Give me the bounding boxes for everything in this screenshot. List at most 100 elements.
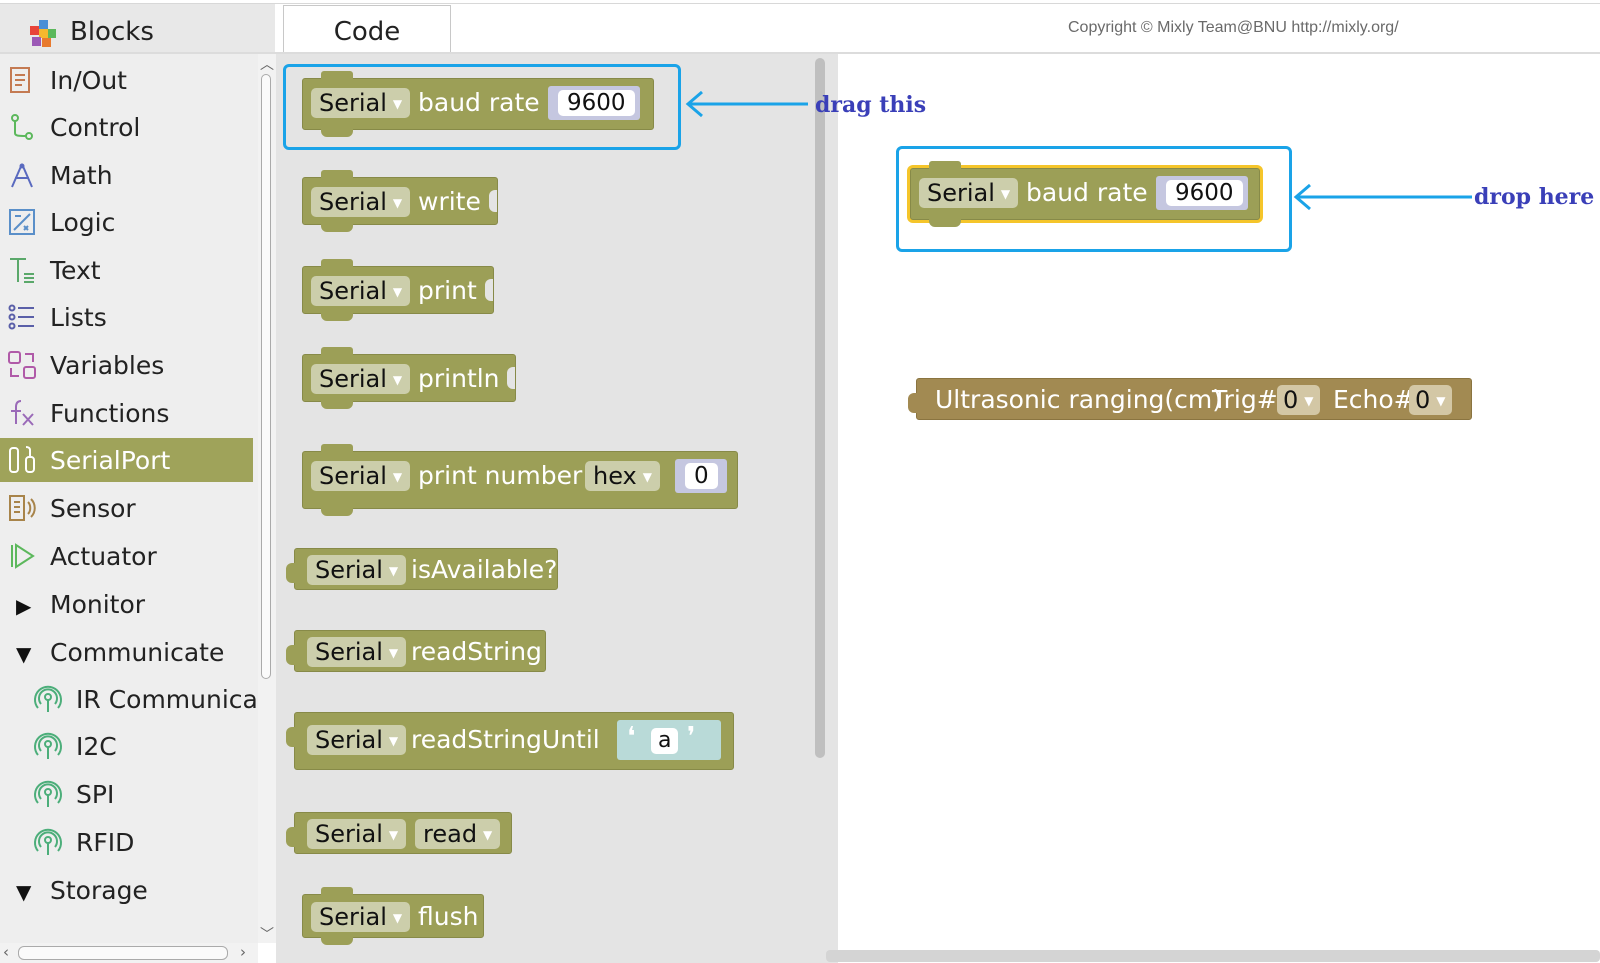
dropdown-arrow-icon: ▼: [388, 734, 399, 748]
category-inout[interactable]: In/Out: [0, 58, 253, 102]
category-spi[interactable]: SPI: [0, 772, 253, 816]
serial-dropdown[interactable]: Serial ▼: [919, 178, 1019, 208]
scroll-up-icon[interactable]: ︿: [260, 57, 274, 73]
triangle-right-icon[interactable]: ▶: [16, 594, 32, 618]
workspace-horizontal-scrollbar[interactable]: [826, 950, 1600, 962]
category-label: Sensor: [50, 494, 136, 523]
category-label: IR Communicate: [76, 685, 258, 714]
dropdown-value: 0: [1283, 386, 1299, 414]
output-plug: [286, 827, 296, 847]
echo-pin-dropdown[interactable]: 0▼: [1409, 385, 1452, 415]
serial-dropdown[interactable]: Serial▼: [311, 276, 411, 306]
input-notch: [507, 367, 515, 389]
dropdown-value: read: [423, 820, 478, 848]
sidebar-vertical-scrollbar[interactable]: ︿ ﹀: [258, 54, 276, 943]
serial-dropdown[interactable]: Serial▼: [311, 364, 411, 394]
dropdown-value: Serial: [315, 726, 383, 754]
flyout-scrollbar[interactable]: [815, 58, 825, 758]
serial-dropdown[interactable]: Serial▼: [307, 637, 407, 667]
serial-dropdown[interactable]: Serial▼: [311, 187, 411, 217]
dropdown-value: Serial: [927, 179, 995, 207]
serial-dropdown[interactable]: Serial ▼: [307, 725, 407, 755]
tab-blocks[interactable]: Blocks: [0, 4, 275, 54]
block-notch: [321, 936, 353, 945]
category-sensor[interactable]: Sensor: [0, 486, 253, 530]
category-text[interactable]: Text: [0, 248, 253, 292]
category-label: Actuator: [50, 542, 157, 571]
serial-dropdown[interactable]: Serial▼: [311, 88, 411, 118]
triangle-down-icon[interactable]: ▼: [16, 880, 32, 904]
workspace-canvas[interactable]: Serial▼ baud rate 9600 Ultrasonic rangin…: [838, 54, 1600, 963]
scroll-down-icon[interactable]: ﹀: [260, 927, 274, 943]
text-icon: [10, 258, 34, 283]
serial-read-block[interactable]: Serial▼ read▼: [286, 812, 512, 854]
workspace-serial-baud-rate-block[interactable]: Serial▼ baud rate 9600: [910, 161, 1260, 227]
block-notch: [321, 444, 353, 453]
read-type-dropdown[interactable]: read▼: [415, 819, 501, 849]
serial-isavailable-block[interactable]: Serial▼ isAvailable?: [286, 548, 558, 590]
inout-icon: [10, 67, 30, 93]
dropdown-arrow-icon: ▼: [392, 97, 403, 111]
category-ir-communicate[interactable]: IR Communicate: [0, 677, 258, 721]
scrollbar-thumb[interactable]: [261, 74, 271, 679]
number-field[interactable]: 0: [685, 463, 718, 489]
category-control[interactable]: Control: [0, 105, 253, 149]
serial-baud-rate-block[interactable]: Serial▼ baud rate 9600: [302, 71, 654, 137]
category-label: Text: [50, 256, 101, 285]
serial-println-block[interactable]: Serial▼ println: [302, 347, 516, 409]
category-lists[interactable]: Lists: [0, 295, 253, 339]
trig-pin-dropdown[interactable]: 0▼: [1277, 385, 1320, 415]
tab-code[interactable]: Code: [283, 5, 451, 55]
block-notch: [321, 223, 353, 232]
serial-print-number-block[interactable]: Serial▼ print number hex▼ 0: [302, 444, 738, 516]
scrollbar-thumb[interactable]: [18, 946, 228, 960]
ultrasonic-ranging-block[interactable]: Ultrasonic ranging(cm) Trig# 0▼ Echo# 0▼: [908, 378, 1472, 420]
category-functions[interactable]: Functions: [0, 391, 253, 435]
number-field[interactable]: 9600: [1166, 180, 1243, 206]
serial-dropdown[interactable]: Serial▼: [311, 461, 411, 491]
block-text: print number: [418, 461, 583, 490]
output-plug: [286, 727, 296, 747]
logic-icon: [9, 209, 35, 235]
dropdown-arrow-icon: ▼: [1000, 187, 1011, 201]
variables-icon: [8, 351, 36, 379]
category-variables[interactable]: Variables: [0, 343, 253, 387]
dropdown-value: Serial: [315, 556, 383, 584]
antenna-icon: [34, 732, 62, 759]
category-monitor[interactable]: ▶ Monitor: [0, 582, 253, 626]
category-storage[interactable]: ▼ Storage: [0, 868, 253, 912]
serial-print-block[interactable]: Serial▼ print: [302, 259, 494, 321]
serial-dropdown[interactable]: Serial▼: [311, 902, 411, 932]
serial-readstring-block[interactable]: Serial▼ readString: [286, 630, 546, 672]
number-field[interactable]: 9600: [558, 90, 635, 116]
string-field[interactable]: a: [651, 728, 679, 754]
triangle-down-icon[interactable]: ▼: [16, 642, 32, 666]
serial-dropdown[interactable]: Serial▼: [307, 819, 407, 849]
actuator-icon: [11, 543, 35, 569]
dropdown-value: 0: [1415, 386, 1431, 414]
category-label: Logic: [50, 208, 116, 237]
scroll-right-icon[interactable]: ›: [240, 943, 246, 961]
block-notch: [321, 71, 353, 80]
antenna-icon: [34, 685, 62, 712]
block-flyout: Serial▼ baud rate 9600 Serial▼ write Ser…: [276, 54, 838, 963]
category-serialport[interactable]: SerialPort: [0, 438, 253, 482]
category-sidebar: In/Out Control Math Logic Text Lists Var…: [0, 54, 258, 943]
serial-flush-block[interactable]: Serial▼ flush: [302, 887, 484, 945]
category-label: Communicate: [50, 638, 225, 667]
category-actuator[interactable]: Actuator: [0, 534, 253, 578]
scroll-left-icon[interactable]: ‹: [3, 943, 9, 961]
category-i2c[interactable]: I2C: [0, 724, 253, 768]
dropdown-arrow-icon: ▼: [1304, 394, 1314, 408]
input-notch: [489, 190, 497, 212]
category-rfid[interactable]: RFID: [0, 820, 253, 864]
category-logic[interactable]: Logic: [0, 200, 253, 244]
category-math[interactable]: Math: [0, 153, 253, 197]
serial-dropdown[interactable]: Serial▼: [307, 555, 407, 585]
base-dropdown[interactable]: hex▼: [585, 461, 660, 491]
sidebar-horizontal-scrollbar[interactable]: ‹ ›: [0, 943, 258, 963]
dropdown-value: Serial: [319, 277, 387, 305]
category-communicate[interactable]: ▼ Communicate: [0, 630, 253, 674]
serial-write-block[interactable]: Serial▼ write: [302, 170, 498, 232]
serial-readstringuntil-block[interactable]: Serial▼ readStringUntil ❛ a ❜: [286, 712, 734, 770]
